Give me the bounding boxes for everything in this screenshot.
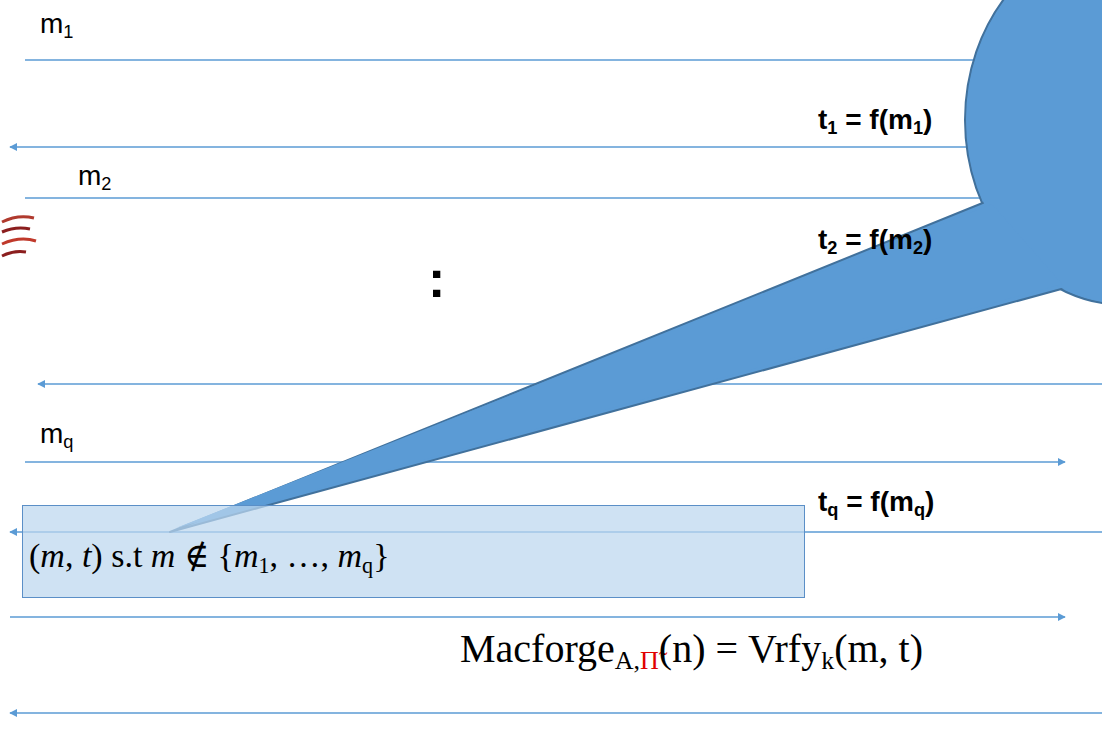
text-run: ) s.t [91,537,151,574]
text-run: m [151,537,176,574]
text-run: ∉ { [175,537,234,574]
text-run: : [428,250,445,308]
text-run: A, [615,646,640,675]
tag-label: t1 = f(m1) [818,104,932,139]
text-run: k [821,646,834,675]
text-run: t [82,537,91,574]
text-run: m [234,537,259,574]
text-run: t [818,104,827,135]
text-run: 2 [913,238,923,258]
experiment-formula: MacforgeA,Π̃(n) = Vrfyk(m, t) [460,626,923,676]
result-arrow [10,712,1102,714]
query-label: mq [40,418,73,453]
text-run: q [827,500,838,520]
query-arrow [25,197,1060,199]
tag-label: t2 = f(m2) [818,224,932,259]
text-run: q [63,432,73,452]
text-run: 1 [827,118,837,138]
text-run: 1 [913,118,923,138]
text-run: } [373,537,389,574]
query-arrow [25,461,1065,463]
text-run: 1 [63,22,73,42]
text-run: m [40,537,65,574]
text-run: ( [29,537,40,574]
text-run: = f(m [837,104,912,135]
text-run: q [914,500,925,520]
text-run: t [818,486,827,517]
forgery-arrow [10,616,1065,618]
text-run: Macforge [460,626,615,671]
query-arrow [25,59,1060,61]
text-run: , [65,537,82,574]
query-label: m1 [40,8,73,43]
text-run: 1 [258,553,269,578]
forgery-box: (m, t) s.t m ∉ {m1, …, mq} [22,505,805,598]
text-run: ) [923,224,932,255]
tag-arrow [10,146,1102,148]
text-run: (n) = Vrfy [659,626,821,671]
text-run: Π̃ [640,646,659,675]
text-run: 2 [101,174,111,194]
text-run: m [40,8,63,39]
forgery-output: (m, t) s.t m ∉ {m1, …, mq} [29,536,798,579]
tag-label: tq = f(mq) [818,486,934,521]
text-run: t [818,224,827,255]
query-label: m2 [78,160,111,195]
text-run: m [78,160,101,191]
text-run: m [338,537,363,574]
text-run: = f(m [837,224,912,255]
text-run: ) [925,486,934,517]
text-run: m [40,418,63,449]
text-run: , …, [270,537,338,574]
text-run: ) [923,104,932,135]
ellipsis-dots: : [428,250,445,310]
text-run: q [362,553,373,578]
text-run: (m, t) [834,626,923,671]
text-run: = f(m [838,486,913,517]
adversary-figure [2,217,36,256]
text-run: 2 [827,238,837,258]
